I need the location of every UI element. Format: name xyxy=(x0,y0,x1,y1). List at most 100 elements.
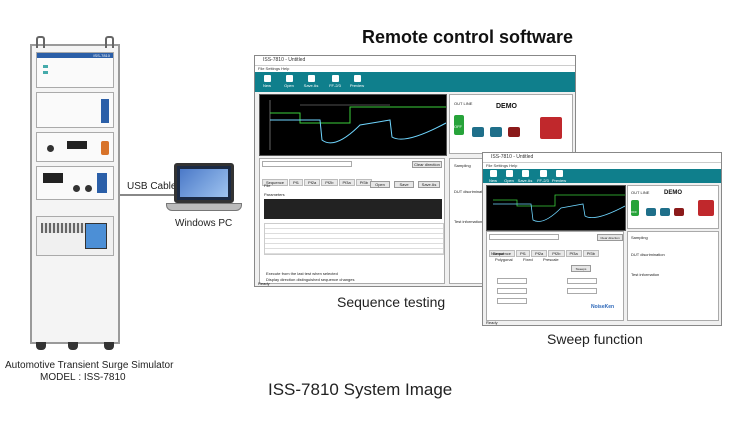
off-button[interactable]: OFF xyxy=(631,200,639,216)
sampling-label: Sampling xyxy=(631,235,648,240)
menu-bar[interactable]: File Settings Help xyxy=(255,66,575,72)
parameter-table[interactable] xyxy=(264,199,442,219)
hardware-model: MODEL : ISS-7810 xyxy=(40,372,126,383)
sequence-window[interactable]: ISS-7810 - Untitled File Settings Help N… xyxy=(254,55,576,287)
preview-icon xyxy=(555,170,563,177)
waveform-trace xyxy=(269,100,447,150)
open-button[interactable]: Open xyxy=(281,74,297,90)
test-info-label: Test information xyxy=(454,219,483,224)
sequence-select[interactable] xyxy=(262,161,352,167)
dut-label: DUT discrimination xyxy=(631,252,665,257)
tab-pf2b[interactable]: Pf2b xyxy=(321,179,338,186)
tab-pf2a[interactable]: Pf2a xyxy=(531,250,548,257)
radio-fixed[interactable]: Fixed xyxy=(523,257,533,262)
tab-pf2b[interactable]: Pf2b xyxy=(548,250,565,257)
new-file-icon xyxy=(489,170,497,177)
gear-icon xyxy=(539,170,547,177)
ff-button[interactable]: FF-2/3 xyxy=(535,169,551,185)
folder-icon xyxy=(285,75,293,82)
radio-prescale[interactable]: Prescale xyxy=(543,257,559,262)
open-button[interactable]: Open xyxy=(501,169,517,185)
noiseken-logo: NoiseKen xyxy=(591,304,615,310)
preview-icon xyxy=(353,75,361,82)
warning-icon[interactable] xyxy=(540,117,562,139)
tab-pf1[interactable]: Pf1 xyxy=(516,250,531,257)
tab-pf1[interactable]: Pf1 xyxy=(289,179,304,186)
menu-bar[interactable]: File Settings Help xyxy=(483,163,721,169)
save-icon xyxy=(521,170,529,177)
tab-pf2a[interactable]: Pf2a xyxy=(304,179,321,186)
hardware-name: Automotive Transient Surge Simulator xyxy=(5,360,174,371)
sweep-param-4[interactable] xyxy=(567,278,597,284)
waveform-scope xyxy=(486,185,626,231)
tab-pf3a[interactable]: Pf3a xyxy=(338,179,355,186)
play-button[interactable] xyxy=(646,208,656,216)
rack-unit-4 xyxy=(36,166,114,200)
control-panel: OUT LINE DEMO OFF xyxy=(627,185,719,229)
tab-sequence[interactable]: Sequence xyxy=(489,250,516,257)
new-button[interactable]: New xyxy=(485,169,501,185)
stop-button[interactable] xyxy=(508,127,520,137)
laptop-icon xyxy=(174,163,234,203)
tab-pf3b[interactable]: Pf3b xyxy=(582,250,599,257)
new-button[interactable]: New xyxy=(259,74,275,90)
rack-unit-top: ISS-7810 xyxy=(36,52,114,88)
control-panel: OUT LINE DEMO OFF xyxy=(449,94,573,154)
check-display-direction[interactable]: Display direction distinguished sequence… xyxy=(266,277,355,282)
sweep-param-1[interactable] xyxy=(497,278,527,284)
stop-button[interactable] xyxy=(674,208,684,216)
rack-unit-label: ISS-7810 xyxy=(93,53,110,58)
sweep-param-5[interactable] xyxy=(567,288,597,294)
sweeps-button[interactable]: Sweeps xyxy=(571,265,591,272)
pause-button[interactable] xyxy=(490,127,502,137)
window-title: ISS-7810 - Untitled xyxy=(483,153,721,163)
check-last-test[interactable]: Execute from the last test when selected xyxy=(266,271,338,276)
pc-label: Windows PC xyxy=(175,218,233,229)
sequence-select[interactable] xyxy=(489,234,559,240)
tab-sequence[interactable]: Sequence xyxy=(262,179,289,186)
status-bar: Ready xyxy=(486,320,498,325)
rack-handle-left xyxy=(36,36,45,48)
waveform-scope xyxy=(259,94,447,156)
new-file-icon xyxy=(263,75,271,82)
clear-direction-button[interactable]: Clear direction xyxy=(412,161,442,168)
parameters-label: Parameters xyxy=(264,192,285,197)
dut-label: DUT discrimination xyxy=(454,189,488,194)
clear-direction-button[interactable]: Clear direction xyxy=(597,234,623,241)
tab-pf3a[interactable]: Pf3a xyxy=(565,250,582,257)
off-button[interactable]: OFF xyxy=(454,115,464,135)
rack-handle-right xyxy=(105,36,114,48)
file-label: File xyxy=(264,183,271,188)
warning-icon[interactable] xyxy=(698,200,714,216)
save-as-file-button[interactable]: Save As xyxy=(418,181,440,188)
status-bar: Ready xyxy=(258,281,270,286)
save-as-button[interactable]: Save As xyxy=(303,74,319,90)
preview-button[interactable]: Preview xyxy=(349,74,365,90)
sweep-caption: Sweep function xyxy=(547,331,643,347)
ff-button[interactable]: FF-2/3 xyxy=(327,74,343,90)
save-file-button[interactable]: Save xyxy=(394,181,414,188)
headline: Remote control software xyxy=(362,27,574,47)
test-info-label: Test information xyxy=(631,272,660,277)
folder-icon xyxy=(505,170,513,177)
save-as-button[interactable]: Save As xyxy=(517,169,533,185)
rack-unit-5 xyxy=(36,216,114,256)
out-line-label: OUT LINE xyxy=(454,101,473,106)
sweep-param-2[interactable] xyxy=(497,288,527,294)
sweep-window[interactable]: ISS-7810 - Untitled File Settings Help N… xyxy=(482,152,722,326)
preview-button[interactable]: Preview xyxy=(551,169,567,185)
sweep-param-3[interactable] xyxy=(497,298,527,304)
sequence-list[interactable] xyxy=(264,223,444,255)
radio-polygonal[interactable]: Polygonal xyxy=(495,257,513,262)
demo-label: DEMO xyxy=(496,103,517,110)
window-title: ISS-7810 - Untitled xyxy=(255,56,575,66)
system-image-caption: ISS-7810 System Image xyxy=(268,380,453,399)
sampling-label: Sampling xyxy=(454,163,471,168)
open-file-button[interactable]: Open xyxy=(370,181,390,188)
play-button[interactable] xyxy=(472,127,484,137)
pause-button[interactable] xyxy=(660,208,670,216)
